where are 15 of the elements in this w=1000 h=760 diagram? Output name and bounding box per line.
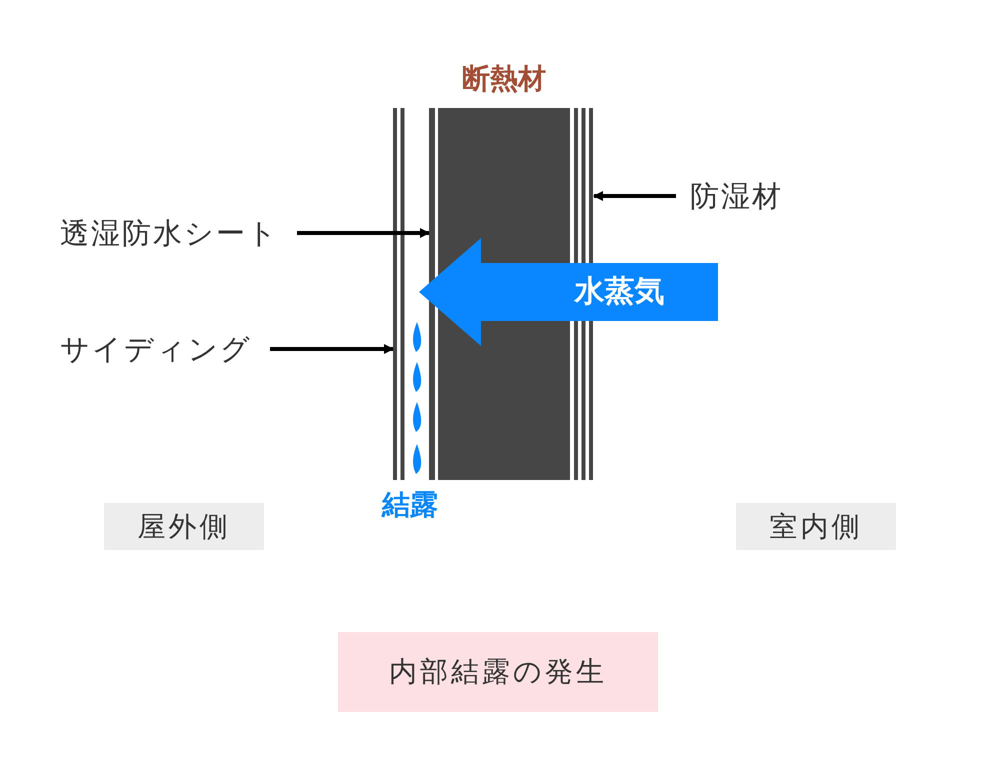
leader-arrow [593,191,676,201]
edge-label: 水蒸気 [574,273,664,311]
sheet-layer [429,108,435,480]
leader-arrow [270,344,394,354]
layer-label: 断熱材 [462,61,546,97]
caption-box: 内部結露の発生 [338,632,658,712]
caption-box: 屋外側 [104,503,264,550]
callout-label: サイディング [60,328,252,370]
leader-arrow [297,228,430,238]
siding-layer [393,108,407,480]
callout-label: 透湿防水シート [60,212,279,254]
caption-box: 室内側 [736,503,896,550]
vapor-arrow [419,238,718,346]
condensation-label: 結露 [382,487,438,523]
callout-label: 防湿材 [690,175,783,217]
